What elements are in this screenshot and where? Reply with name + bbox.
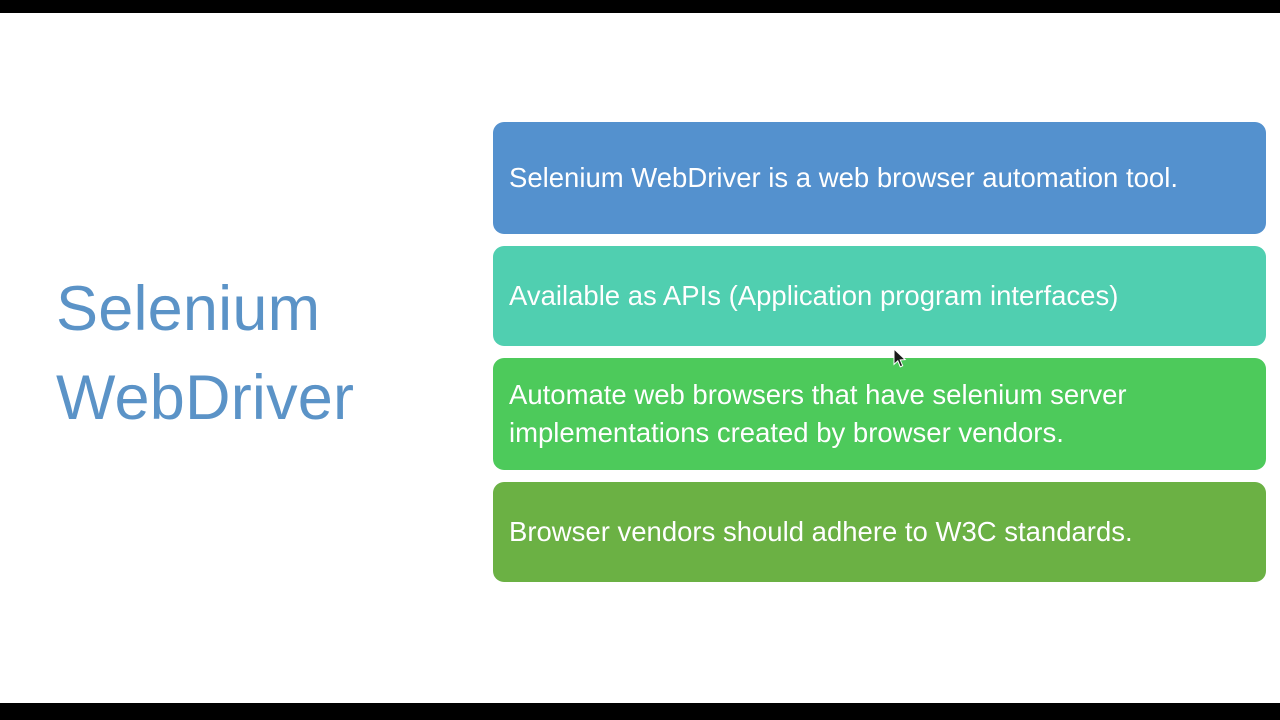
callout-stack: Selenium WebDriver is a web browser auto… [493,122,1266,594]
slide-canvas: Selenium WebDriver Selenium WebDriver is… [0,13,1280,703]
letterbox-bar-bottom [0,703,1280,720]
callout-definition[interactable]: Selenium WebDriver is a web browser auto… [493,122,1266,234]
callout-apis[interactable]: Available as APIs (Application program i… [493,246,1266,346]
letterbox-bar-top [0,0,1280,13]
callout-automation-text: Automate web browsers that have selenium… [509,379,1127,448]
callout-standards[interactable]: Browser vendors should adhere to W3C sta… [493,482,1266,582]
callout-automation[interactable]: Automate web browsers that have selenium… [493,358,1266,470]
callout-apis-text: Available as APIs (Application program i… [509,280,1119,311]
callout-standards-text: Browser vendors should adhere to W3C sta… [509,516,1133,547]
callout-definition-text: Selenium WebDriver is a web browser auto… [509,162,1178,193]
page-title: Selenium WebDriver [56,274,355,434]
